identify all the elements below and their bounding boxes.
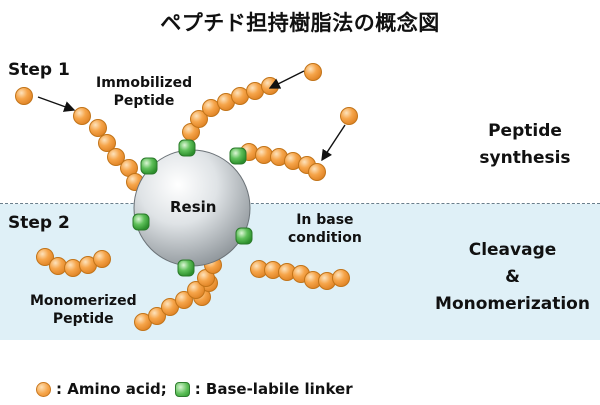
amino-acid-bead [89, 119, 107, 137]
linker-bead [235, 227, 253, 245]
amino-acid-legend-icon [36, 381, 51, 397]
immobilized-line2: Peptide [113, 93, 175, 109]
right-bottom-line2: & [505, 267, 520, 287]
right-bottom-line3: Monomerization [435, 294, 590, 314]
amino-acid-bead [187, 281, 205, 299]
linker-bead [178, 139, 196, 157]
right-bottom-line1: Cleavage [468, 240, 557, 260]
amino-acid-bead [304, 63, 322, 81]
arrow-left-icon [37, 96, 76, 112]
base-line1: In base [296, 212, 354, 228]
immobilized-line1: Immobilized [96, 75, 193, 91]
amino-acid-bead [148, 307, 166, 325]
step-divider [0, 203, 600, 204]
step1-label: Step 1 [8, 60, 70, 80]
amino-acid-bead [308, 163, 326, 181]
immobilized-peptide-label: Immobilized Peptide [96, 74, 192, 110]
amino-acid-bead [93, 250, 111, 268]
amino-acid-bead [107, 148, 125, 166]
amino-acid-bead [261, 77, 279, 95]
base-condition-label: In base condition [288, 211, 362, 247]
amino-acid-bead [190, 110, 208, 128]
linker-bead [132, 213, 150, 231]
step2-label: Step 2 [8, 213, 70, 233]
amino-acid-bead [175, 291, 193, 309]
legend-linker-text: : Base-labile linker [194, 380, 353, 398]
amino-acid-bead [231, 87, 249, 105]
linker-beads [132, 139, 253, 277]
amino-acid-bead [332, 269, 350, 287]
amino-acid-bead [15, 87, 33, 105]
amino-acid-bead [202, 99, 220, 117]
amino-acid-bead [73, 107, 91, 125]
right-top-line2: synthesis [479, 148, 571, 168]
page-title: ペプチド担持樹脂法の概念図 [160, 11, 440, 35]
linker-legend-icon [174, 381, 190, 397]
right-top-line1: Peptide [488, 121, 562, 141]
monomerized-line2: Peptide [52, 311, 114, 327]
monomerized-peptide-label: Monomerized Peptide [30, 292, 137, 328]
amino-acid-bead [246, 82, 264, 100]
arrow-top-right-icon [268, 70, 305, 89]
legend: : Amino acid; : Base-labile linker [36, 380, 353, 398]
legend-amino-text: : Amino acid; [56, 380, 167, 398]
peptide-synthesis-label: Peptide synthesis [466, 118, 584, 172]
arrow-right-icon [321, 124, 346, 162]
linker-bead [229, 147, 247, 165]
amino-acid-bead [255, 146, 273, 164]
amino-acid-bead [98, 134, 116, 152]
resin-label: Resin [170, 198, 217, 216]
arrows [37, 70, 346, 162]
linker-bead [177, 259, 195, 277]
amino-acid-bead [340, 107, 358, 125]
base-line2: condition [288, 230, 362, 246]
amino-acid-bead [36, 248, 54, 266]
amino-acid-bead [49, 257, 67, 275]
monomerized-line1: Monomerized [30, 293, 137, 309]
cleavage-label: Cleavage & Monomerization [430, 237, 595, 318]
amino-acid-bead [64, 259, 82, 277]
linker-bead [140, 157, 158, 175]
